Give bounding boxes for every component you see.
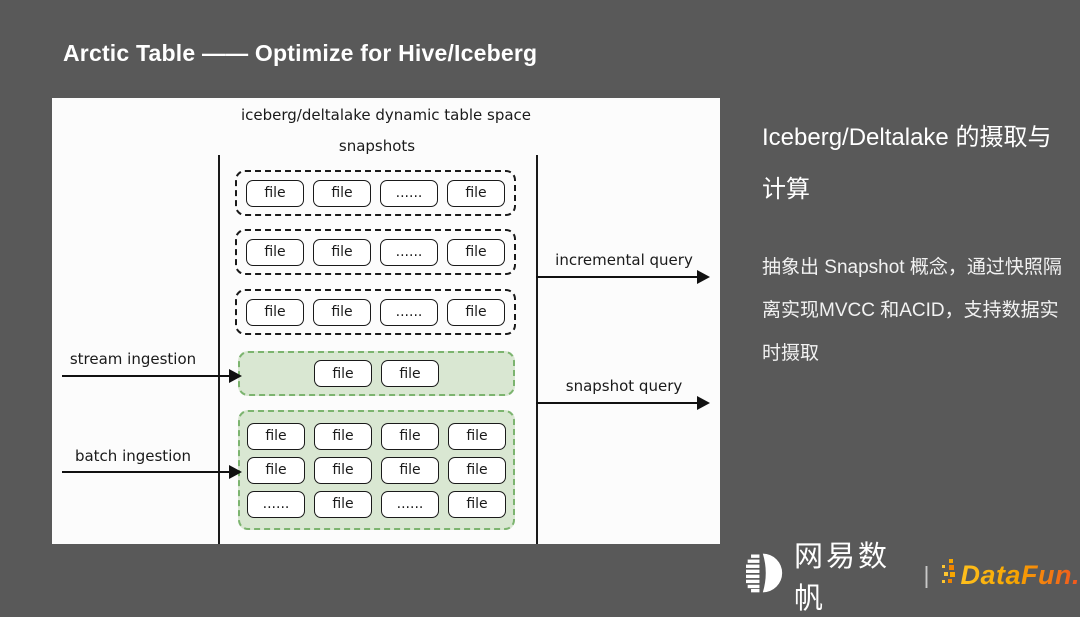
section-heading: Iceberg/Deltalake 的摄取与计算 [762,124,1052,203]
file-box: file [314,456,372,484]
file-box: file [247,456,305,484]
stream-snapshot-row: file file [238,351,515,396]
stream-ingestion-arrow [62,369,242,383]
file-box: file [447,298,505,326]
file-box: file [381,360,439,387]
file-box: file [314,422,372,450]
batch-snapshot-block: file file file file file file file file … [238,410,515,530]
ellipsis-box: ...... [381,490,439,518]
datafun-logo: DataFun. [942,558,1080,592]
file-box: file [448,490,506,518]
netease-shufan-wordmark: 网易数帆 [794,541,891,615]
datafun-wordmark: DataFun. [960,559,1080,590]
batch-row: file file file file [247,456,506,484]
diagram-title: iceberg/deltalake dynamic table space [240,106,532,124]
batch-row: file file file file [247,422,506,450]
file-box: file [246,179,304,207]
incremental-query-arrow [536,270,710,284]
file-box: file [247,422,305,450]
snapshot-column-right-line [536,155,538,544]
file-box: file [314,360,372,387]
ellipsis-box: ...... [380,179,438,207]
datafun-dots-icon [942,558,957,592]
file-box: file [313,238,371,266]
snapshots-label: snapshots [338,137,416,155]
snapshot-query-label: snapshot query [565,377,683,395]
section-body-text: 抽象出 Snapshot 概念，通过快照隔离实现MVCC 和ACID，支持数据实… [762,257,1062,364]
file-box: file [447,238,505,266]
file-box: file [448,456,506,484]
snapshot-row: file file ...... file [235,170,516,216]
batch-row: ...... file ...... file [247,490,506,518]
stream-ingestion-label: stream ingestion [69,350,197,368]
ellipsis-box: ...... [380,298,438,326]
snapshot-column-left-line [218,155,220,544]
snapshot-query-arrow [536,396,710,410]
file-box: file [246,238,304,266]
file-box: file [246,298,304,326]
file-box: file [448,422,506,450]
incremental-query-label: incremental query [555,251,693,269]
snapshot-row: file file ...... file [235,229,516,275]
ellipsis-box: ...... [380,238,438,266]
file-box: file [313,298,371,326]
diagram-panel: iceberg/deltalake dynamic table space sn… [52,98,720,544]
file-box: file [314,490,372,518]
footer-separator: | [923,561,930,588]
page-title: Arctic Table —— Optimize for Hive/Iceber… [63,40,538,66]
file-box: file [447,179,505,207]
file-box: file [313,179,371,207]
ellipsis-box: ...... [247,490,305,518]
snapshot-row: file file ...... file [235,289,516,335]
batch-ingestion-arrow [62,465,242,479]
file-box: file [381,456,439,484]
batch-ingestion-label: batch ingestion [74,447,192,465]
netease-shufan-icon [746,550,783,601]
file-box: file [381,422,439,450]
footer-logos: 网易数帆 | DataFun. [746,541,1080,615]
